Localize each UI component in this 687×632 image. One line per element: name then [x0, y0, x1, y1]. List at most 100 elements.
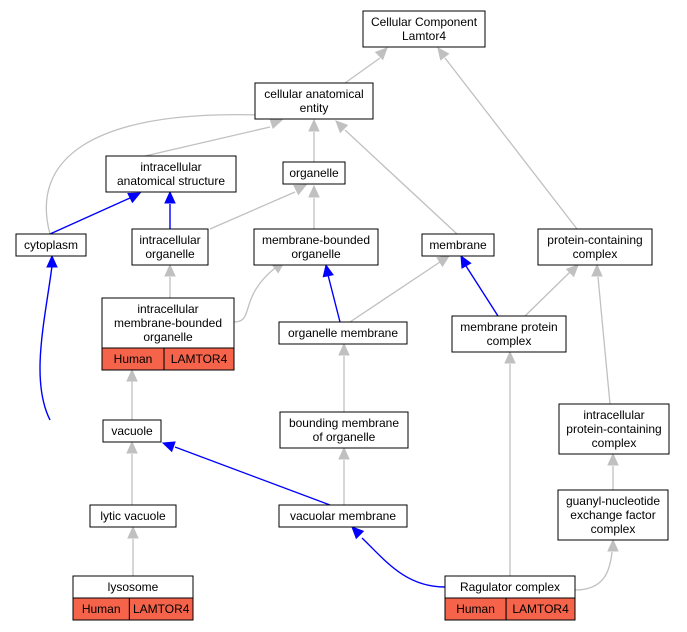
node-box — [278, 504, 408, 528]
part-of-edge — [39, 254, 58, 421]
arrowhead — [126, 440, 138, 454]
node-vacuole[interactable]: vacuole — [102, 419, 162, 443]
node-label-line: cellular anatomical — [264, 87, 363, 101]
node-lv[interactable]: lytic vacuole — [89, 504, 177, 528]
arrowhead — [127, 525, 139, 539]
annotation-badge: Human LAMTOR4 — [101, 347, 235, 371]
node-imbo[interactable]: intracellularmembrane-boundedorganelleHu… — [101, 297, 235, 371]
node-label-line: guanyl-nucleotide — [566, 494, 660, 508]
arrowhead — [504, 350, 516, 364]
node-box — [101, 297, 235, 349]
node-box — [105, 155, 237, 193]
is-a-edge — [349, 255, 451, 323]
node-label-line: organelle — [289, 166, 339, 180]
node-organelle[interactable]: organelle — [282, 161, 346, 185]
arrowhead — [127, 192, 142, 204]
node-box — [557, 489, 669, 541]
node-box — [362, 10, 486, 48]
is-a-edge — [308, 184, 320, 229]
node-label-line: of organelle — [313, 430, 376, 444]
part-of-edge — [460, 254, 499, 317]
arrowhead — [374, 47, 388, 61]
arrowhead — [164, 263, 176, 277]
arrowhead — [161, 441, 176, 453]
badge-gene: LAMTOR4 — [512, 602, 569, 616]
node-label-line: complex — [487, 334, 532, 348]
arrowhead — [164, 190, 176, 204]
node-label-line: protein-containing — [566, 422, 661, 436]
node-label-line: bounding membrane — [289, 416, 399, 430]
arrowhead — [269, 117, 284, 129]
is-a-edge — [126, 368, 138, 420]
node-box — [537, 228, 653, 266]
is-a-edge — [338, 446, 350, 505]
node-membrane[interactable]: membrane — [421, 233, 495, 257]
node-label-line: membrane — [429, 238, 487, 252]
part-of-edge — [49, 192, 142, 235]
part-of-edge — [351, 526, 446, 588]
arrowhead — [436, 255, 451, 268]
arrowhead — [460, 254, 472, 269]
is-a-edge — [233, 261, 285, 323]
badge-gene: LAMTOR4 — [171, 352, 228, 366]
badge-gene: LAMTOR4 — [133, 602, 190, 616]
node-box — [279, 411, 409, 449]
node-label-line: organelle — [145, 247, 195, 261]
arrowhead — [565, 264, 579, 278]
badge-species: Human — [114, 352, 153, 366]
arrowhead — [591, 263, 603, 277]
is-a-edge — [591, 263, 611, 405]
node-label-line: anatomical structure — [117, 174, 225, 188]
is-a-edge — [574, 538, 619, 591]
node-label-line: intracellular — [137, 302, 198, 316]
node-box — [558, 403, 670, 455]
node-label-line: organelle — [143, 330, 193, 344]
badge-gene-cell — [128, 597, 194, 621]
arrowhead — [322, 263, 334, 278]
arrowhead — [338, 446, 350, 460]
is-a-edge — [126, 440, 138, 505]
is-a-edge — [308, 118, 320, 162]
node-label-line: complex — [591, 522, 636, 536]
node-label-line: organelle — [291, 247, 341, 261]
part-of-edge — [322, 263, 341, 323]
node-box — [254, 82, 374, 120]
node-box — [278, 321, 408, 345]
node-om[interactable]: organelle membrane — [278, 321, 408, 345]
is-a-edge — [164, 263, 176, 298]
node-label-line: organelle membrane — [288, 326, 398, 340]
arrowhead — [437, 47, 450, 61]
is-a-edge — [607, 452, 619, 490]
badge-gene-cell — [163, 347, 235, 371]
node-cytoplasm[interactable]: cytoplasm — [15, 233, 87, 257]
node-label-line: lysosome — [108, 580, 159, 594]
node-vm[interactable]: vacuolar membrane — [278, 504, 408, 528]
arrowhead — [338, 342, 350, 356]
node-label-line: vacuole — [111, 424, 153, 438]
node-box — [15, 233, 87, 257]
arrowhead — [335, 120, 349, 134]
node-box — [421, 233, 495, 257]
is-a-edge — [127, 525, 139, 576]
node-label-line: intracellular — [139, 233, 200, 247]
arrowhead — [607, 538, 619, 552]
node-box — [253, 228, 379, 266]
node-label-line: Ragulator complex — [460, 580, 560, 594]
node-box — [131, 228, 209, 266]
badge-species: Human — [82, 602, 121, 616]
node-box — [451, 315, 567, 353]
